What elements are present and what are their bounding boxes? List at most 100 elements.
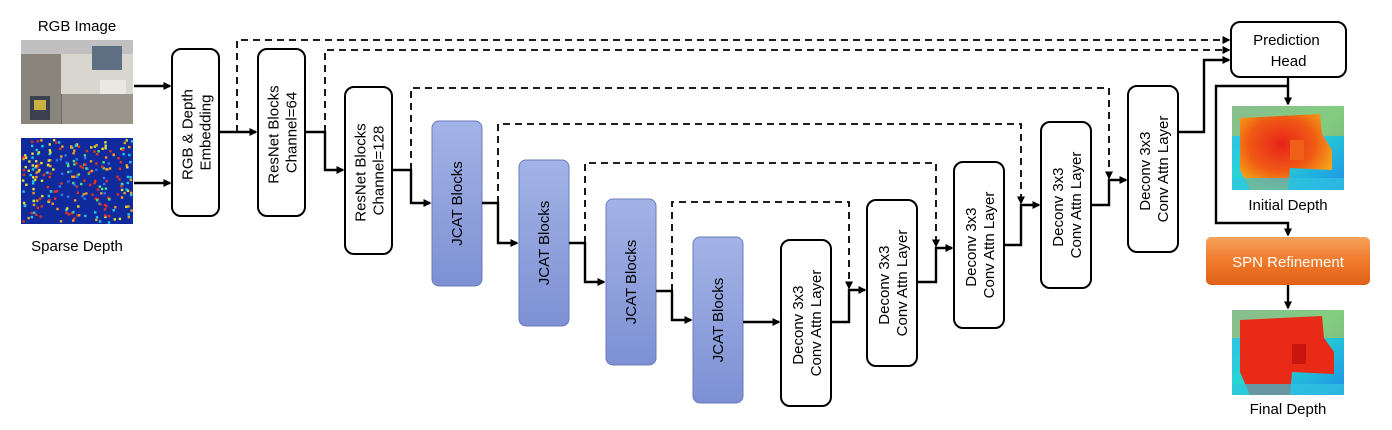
sparse-depth-point bbox=[94, 211, 97, 214]
sparse-depth-point bbox=[70, 145, 73, 148]
sparse-depth-point bbox=[98, 220, 102, 223]
sparse-depth-point bbox=[104, 215, 107, 219]
arrow-resnet64-to-resnet128 bbox=[305, 130, 345, 174]
sparse-depth-point bbox=[83, 197, 86, 200]
final-depth-label: Final Depth bbox=[1250, 401, 1327, 418]
sparse-depth-point bbox=[22, 190, 25, 193]
sparse-depth-point bbox=[36, 140, 39, 143]
sparse-depth-point bbox=[109, 150, 112, 153]
sparse-depth-point bbox=[103, 214, 107, 217]
deconv-3-label-line1: Deconv 3x3 bbox=[963, 207, 980, 286]
sparse-depth-point bbox=[32, 187, 35, 191]
sparse-depth-point bbox=[55, 159, 59, 162]
jcat-block-3: JCAT Blocks bbox=[605, 198, 657, 366]
sparse-depth-point bbox=[130, 193, 133, 197]
sparse-depth-point bbox=[93, 145, 97, 148]
sparse-depth-point bbox=[31, 152, 34, 155]
sparse-depth-point bbox=[48, 152, 51, 156]
jcat-block-2-label: JCAT Blocks bbox=[536, 201, 553, 285]
sparse-depth-point bbox=[126, 175, 130, 179]
sparse-depth-point bbox=[127, 213, 130, 216]
sparse-depth-point bbox=[129, 161, 132, 164]
sparse-depth-point bbox=[107, 221, 111, 224]
sparse-depth-point bbox=[22, 173, 26, 176]
sparse-depth-point bbox=[73, 175, 76, 178]
sparse-depth-point bbox=[104, 141, 107, 144]
svg-text:Prediction Head: Prediction Head bbox=[1253, 32, 1324, 70]
sparse-depth-point bbox=[78, 214, 81, 217]
sparse-depth-point bbox=[41, 144, 44, 148]
sparse-depth-point bbox=[96, 199, 99, 202]
sparse-depth-point bbox=[25, 183, 28, 186]
sparse-depth-point bbox=[51, 202, 54, 205]
arrow-jcat1-to-jcat2 bbox=[482, 201, 519, 247]
jcat-block-1: JCAT Blocks bbox=[431, 120, 483, 287]
sparse-depth-point bbox=[73, 199, 77, 202]
resnet64-label-line1: ResNet Blocks bbox=[266, 85, 283, 183]
sparse-depth-point bbox=[75, 158, 78, 161]
sparse-depth-point bbox=[93, 150, 96, 153]
sparse-depth-point bbox=[40, 161, 43, 165]
sparse-depth-point bbox=[117, 157, 120, 160]
sparse-depth-point bbox=[76, 173, 79, 177]
sparse-depth-point bbox=[55, 141, 58, 144]
sparse-depth-point bbox=[37, 163, 40, 167]
deconv-1-label-line2: Conv Attn Layer bbox=[808, 270, 825, 377]
sparse-depth-point bbox=[72, 181, 75, 185]
sparse-depth-point bbox=[90, 169, 94, 173]
sparse-depth-point bbox=[121, 183, 124, 186]
sparse-depth-point bbox=[107, 214, 111, 218]
sparse-depth-point bbox=[49, 151, 52, 154]
sparse-depth-point bbox=[66, 207, 69, 210]
sparse-depth-point bbox=[73, 183, 76, 186]
sparse-depth-point bbox=[96, 188, 100, 191]
sparse-depth-point bbox=[94, 179, 97, 183]
sparse-depth-point bbox=[120, 196, 124, 199]
sparse-depth-point bbox=[32, 176, 35, 179]
sparse-depth-point bbox=[60, 193, 64, 196]
sparse-depth-point bbox=[65, 161, 68, 164]
sparse-depth-point bbox=[100, 192, 103, 195]
sparse-depth-point bbox=[121, 148, 125, 152]
sparse-depth-point bbox=[85, 192, 88, 195]
sparse-depth-point bbox=[32, 203, 36, 207]
sparse-depth-point bbox=[33, 178, 37, 182]
sparse-depth-point bbox=[95, 144, 98, 147]
sparse-depth-point bbox=[65, 208, 68, 212]
skip-resnet64-to-head bbox=[324, 46, 1231, 132]
sparse-depth-point bbox=[89, 160, 93, 163]
sparse-depth-point bbox=[59, 220, 63, 223]
sparse-depth-point bbox=[58, 185, 61, 188]
sparse-depth-point bbox=[48, 143, 51, 146]
sparse-depth-point bbox=[97, 150, 100, 153]
deconv-2-label-line1: Deconv 3x3 bbox=[876, 245, 893, 324]
deconv-block-5: Deconv 3x3 Conv Attn Layer bbox=[1127, 85, 1179, 253]
sparse-depth-point bbox=[103, 203, 107, 207]
sparse-depth-point bbox=[69, 170, 73, 173]
sparse-depth-point bbox=[74, 144, 77, 147]
deconv-2-label-line2: Conv Attn Layer bbox=[894, 230, 911, 337]
sparse-depth-point bbox=[50, 190, 53, 193]
deconv-1-label-line1: Deconv 3x3 bbox=[790, 285, 807, 364]
sparse-depth-point bbox=[60, 172, 64, 175]
sparse-depth-point bbox=[94, 197, 97, 200]
skip-embedding-to-head bbox=[236, 36, 1231, 132]
sparse-depth-point bbox=[22, 179, 25, 182]
prediction-head-line1: Prediction bbox=[1253, 32, 1320, 49]
sparse-depth-point bbox=[128, 153, 131, 157]
sparse-depth-point bbox=[84, 214, 87, 218]
sparse-depth-point bbox=[101, 147, 104, 150]
sparse-depth-point bbox=[72, 210, 75, 214]
sparse-depth-point bbox=[102, 161, 105, 164]
sparse-depth-point bbox=[46, 164, 50, 167]
sparse-depth-point bbox=[22, 220, 25, 223]
sparse-depth-point bbox=[53, 190, 56, 193]
sparse-depth-point bbox=[103, 208, 107, 211]
sparse-depth-point bbox=[24, 165, 27, 169]
resnet128-label-line1: ResNet Blocks bbox=[353, 123, 370, 221]
sparse-depth-point bbox=[67, 213, 70, 216]
sparse-depth-point bbox=[108, 167, 112, 170]
main-path-arrows bbox=[134, 56, 1292, 326]
jcat-block-2: JCAT Blocks bbox=[518, 159, 570, 327]
sparse-depth-point bbox=[108, 198, 111, 201]
